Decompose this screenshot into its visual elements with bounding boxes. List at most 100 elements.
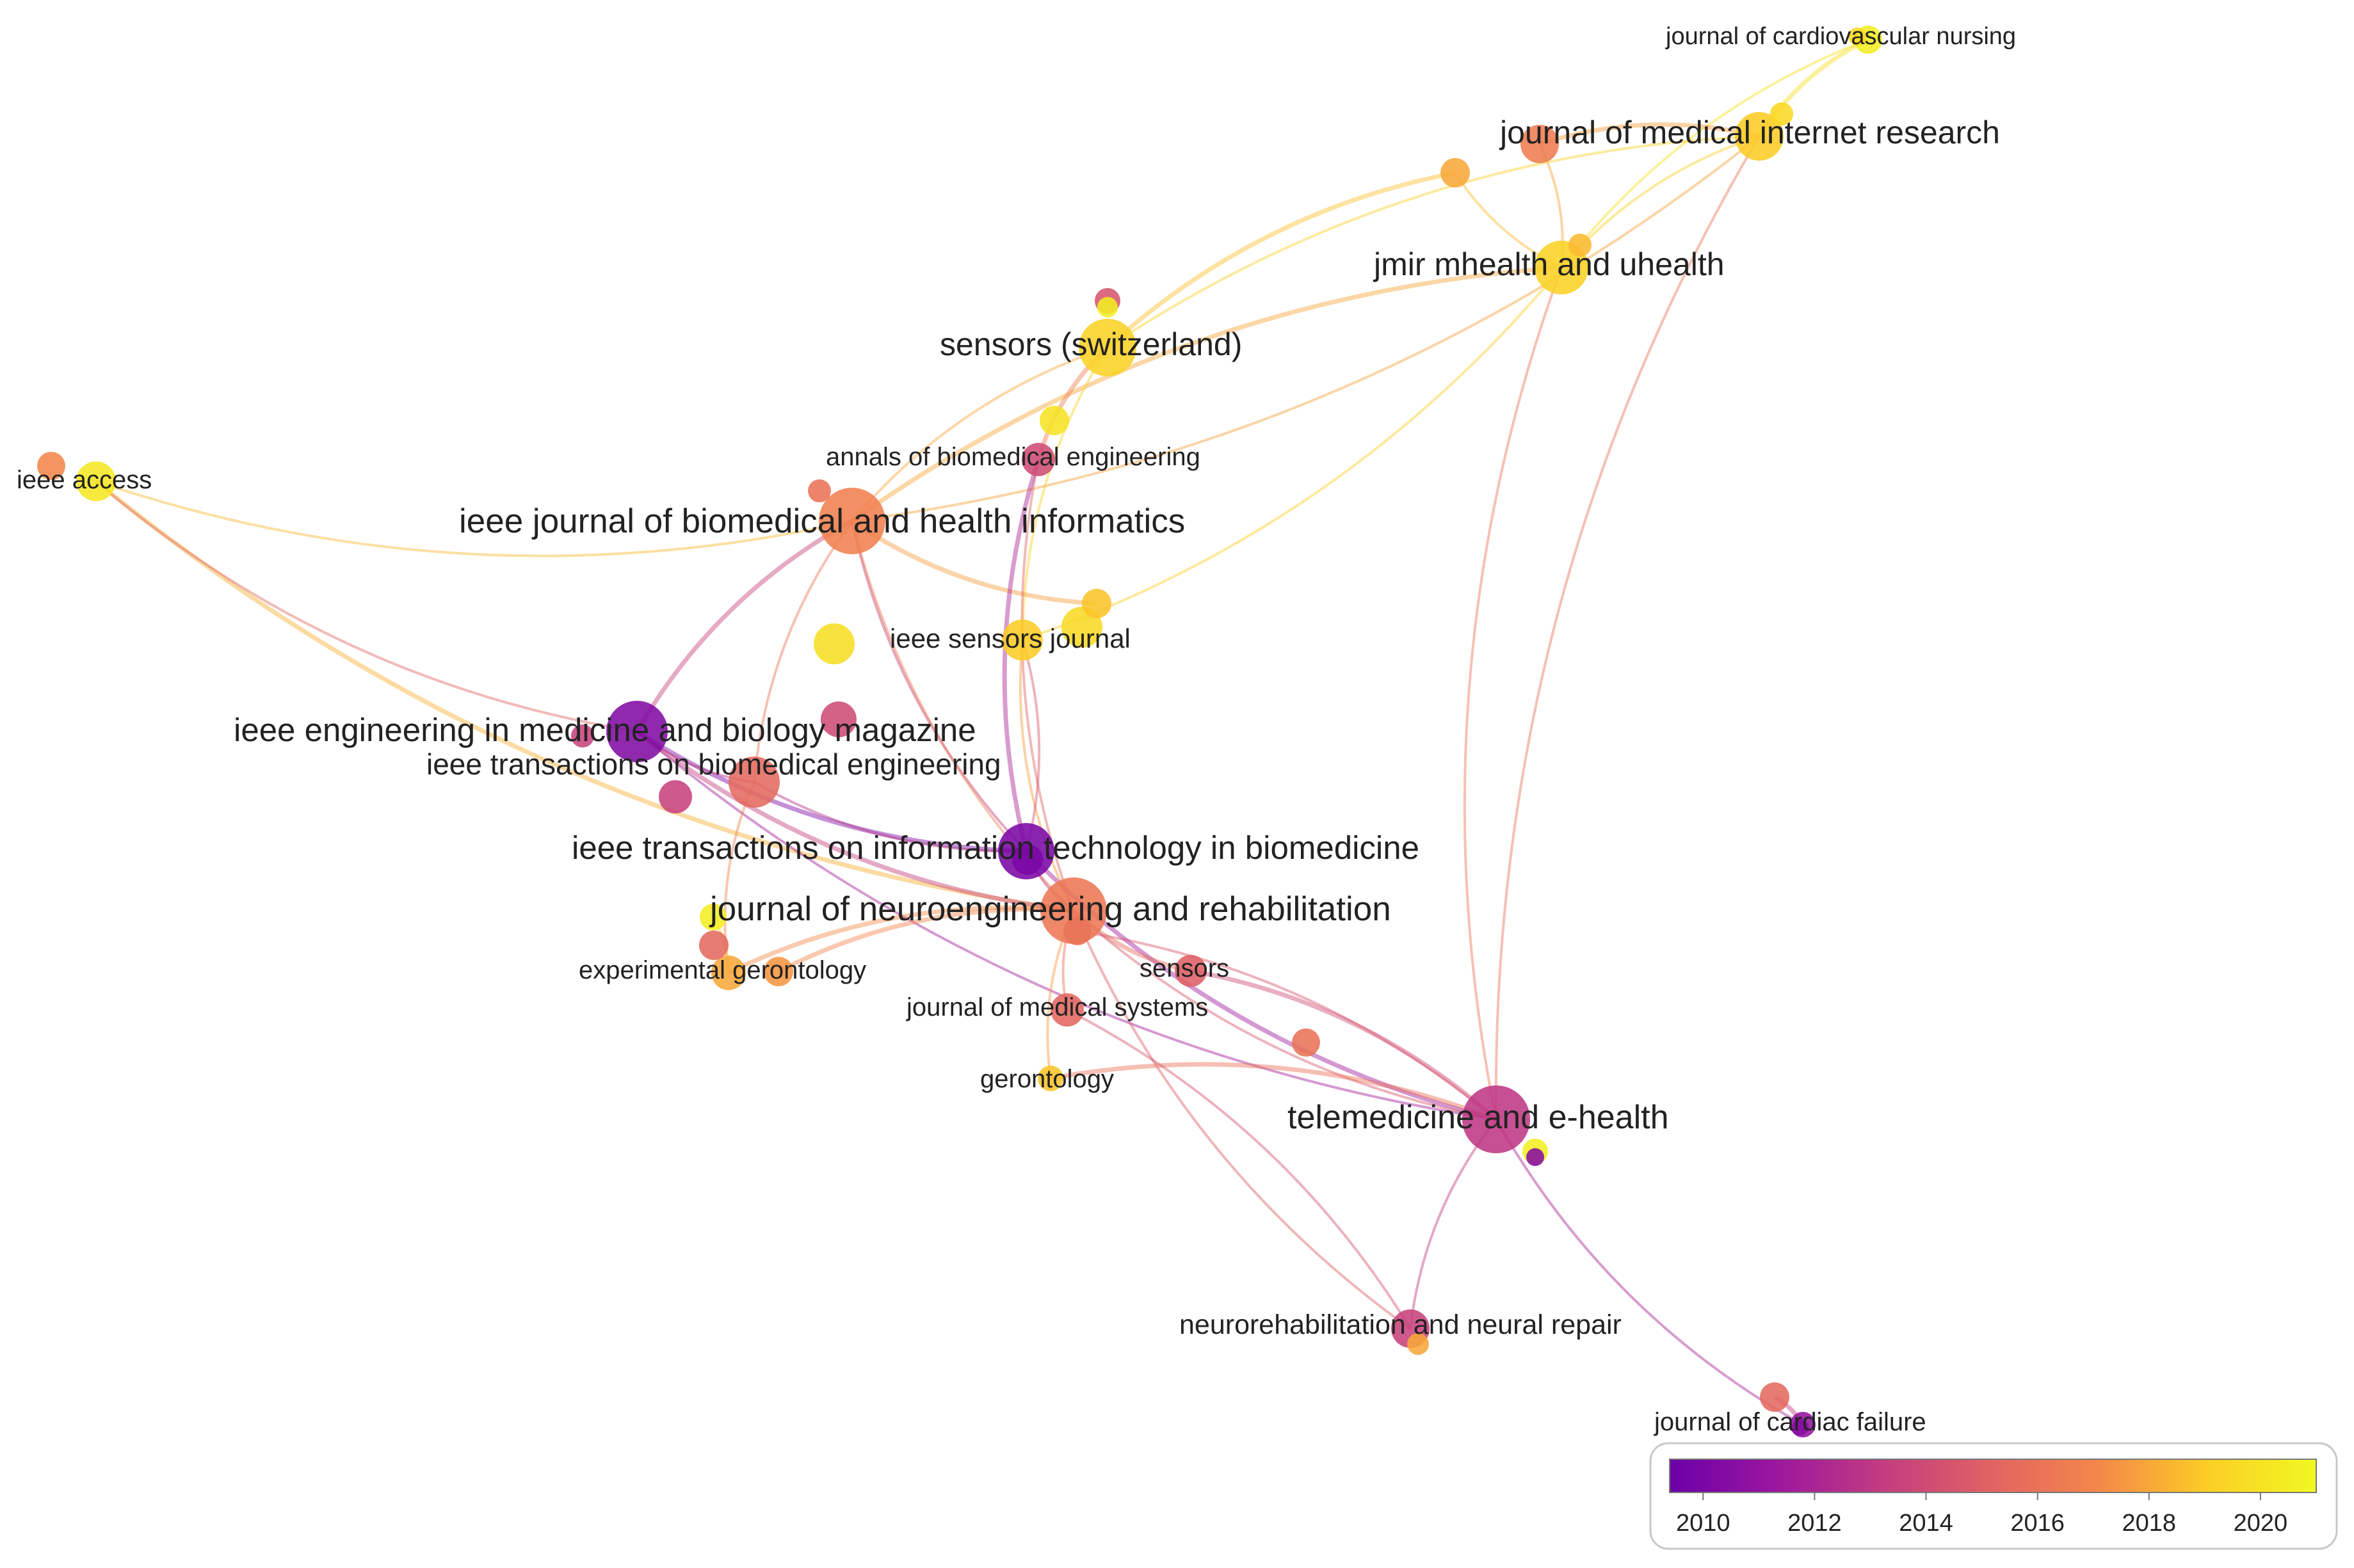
- network-edge: [727, 905, 1074, 975]
- legend-tick-label: 2014: [1899, 1510, 1953, 1537]
- node-minor[interactable]: [1082, 589, 1111, 618]
- network-edge: [1067, 1009, 1412, 1330]
- node-minor[interactable]: [814, 623, 855, 664]
- node-label-tbme[interactable]: ieee transactions on biomedical engineer…: [426, 748, 1001, 781]
- node-minor[interactable]: [1568, 234, 1592, 257]
- node-geront[interactable]: [1038, 1066, 1063, 1091]
- legend-tick-label: 2016: [2010, 1510, 2065, 1537]
- network-edge: [95, 480, 853, 557]
- node-label-tmeh[interactable]: telemedicine and e-health: [1287, 1099, 1669, 1136]
- node-minor[interactable]: [1040, 406, 1069, 435]
- network-edge: [777, 907, 1074, 974]
- node-minor[interactable]: [659, 780, 692, 813]
- network-edge: [634, 518, 853, 733]
- network-edge: [1077, 930, 1497, 1121]
- node-label-expg[interactable]: experimental gerontology: [579, 956, 866, 984]
- node-label-titb[interactable]: ieee transactions on information technol…: [572, 829, 1419, 866]
- network-edge: [1560, 38, 1869, 269]
- node-sensz[interactable]: [1079, 319, 1136, 376]
- network-edge: [1072, 909, 1497, 1121]
- network-edge: [1495, 1119, 1803, 1426]
- node-sens[interactable]: [1175, 955, 1207, 987]
- node-minor[interactable]: [1770, 102, 1793, 125]
- network-edge: [95, 480, 638, 733]
- network-edge: [851, 135, 1761, 522]
- node-minor[interactable]: [1012, 844, 1043, 875]
- node-jmir[interactable]: [1735, 112, 1784, 161]
- node-label-embm[interactable]: ieee engineering in medicine and biology…: [234, 712, 976, 748]
- node-minor[interactable]: [1520, 125, 1559, 163]
- legend-ticks: 2010 2012 2014 2016 2018 2020: [1676, 1492, 2287, 1537]
- network-edge: [636, 730, 1497, 1121]
- node-minor[interactable]: [821, 701, 857, 737]
- network-edge: [1538, 122, 1760, 147]
- network-edge: [1050, 1062, 1497, 1122]
- network-edge: [1190, 968, 1498, 1121]
- network-edge: [1494, 135, 1761, 1120]
- network-edge: [1106, 170, 1456, 349]
- node-label-jms[interactable]: journal of medical systems: [906, 993, 1208, 1021]
- network-edge: [636, 730, 1027, 854]
- node-label-jbhi[interactable]: ieee journal of biomedical and health in…: [459, 502, 1185, 540]
- legend-tick-label: 2020: [2234, 1510, 2288, 1537]
- node-minor[interactable]: [700, 904, 727, 931]
- network-edge: [1463, 267, 1563, 1120]
- node-minor[interactable]: [764, 957, 793, 986]
- node-jbhi[interactable]: [819, 488, 885, 554]
- network-edge: [1022, 266, 1563, 641]
- network-edge: [94, 479, 1074, 913]
- node-minor[interactable]: [1792, 1419, 1809, 1436]
- node-label-sens[interactable]: sensors: [1140, 954, 1229, 982]
- node-tbme[interactable]: [729, 756, 780, 808]
- node-expg[interactable]: [711, 956, 746, 990]
- node-minor[interactable]: [1760, 1382, 1789, 1412]
- node-minor[interactable]: [1440, 158, 1470, 188]
- node-label-jmir[interactable]: journal of medical internet research: [1499, 115, 2000, 150]
- node-minor[interactable]: [699, 931, 729, 960]
- network-edge: [635, 730, 1074, 913]
- node-minor[interactable]: [1097, 297, 1118, 317]
- network-edge: [851, 520, 1028, 852]
- node-minor[interactable]: [571, 724, 594, 748]
- year-color-legend: 2010 2012 2014 2016 2018 2020: [1649, 1442, 2338, 1550]
- node-isj[interactable]: [1002, 620, 1043, 660]
- edges-layer: [94, 37, 1869, 1426]
- legend-tick-label: 2018: [2122, 1510, 2177, 1537]
- legend-color-bar: [1669, 1459, 2317, 1493]
- node-minor[interactable]: [1848, 28, 1866, 45]
- node-abe[interactable]: [1022, 443, 1055, 476]
- node-embm[interactable]: [606, 701, 668, 762]
- network-edge: [753, 520, 853, 783]
- node-tmeh[interactable]: [1462, 1085, 1530, 1153]
- network-edge: [1106, 135, 1760, 349]
- labels-layer: journal of cardiovascular nursing journal…: [17, 23, 2016, 1436]
- network-edge: [850, 265, 1562, 523]
- network-edge: [1072, 910, 1412, 1330]
- node-jms[interactable]: [1051, 993, 1084, 1027]
- node-label-isj[interactable]: ieee sensors journal: [890, 623, 1131, 653]
- node-label-sensz[interactable]: sensors (switzerland): [940, 326, 1242, 362]
- node-minor[interactable]: [1063, 917, 1092, 945]
- node-minor[interactable]: [808, 479, 831, 502]
- node-label-jcn[interactable]: journal of cardiovascular nursing: [1665, 23, 2016, 50]
- node-minor[interactable]: [1292, 1028, 1320, 1057]
- node-access[interactable]: [76, 461, 116, 501]
- node-label-geront[interactable]: gerontology: [980, 1065, 1114, 1093]
- network-edge: [1021, 639, 1041, 852]
- nodes-layer: [37, 26, 1882, 1437]
- node-label-jcf[interactable]: journal of cardiac failure: [1654, 1408, 1926, 1436]
- node-minor[interactable]: [37, 452, 65, 480]
- node-label-jner[interactable]: journal of neuroengineering and rehabili…: [709, 890, 1391, 928]
- node-label-abe[interactable]: annals of biomedical engineering: [826, 443, 1200, 471]
- network-edge: [851, 346, 1108, 522]
- node-label-nnr[interactable]: neurorehabilitation and neural repair: [1179, 1309, 1622, 1340]
- network-edge: [1409, 1118, 1497, 1329]
- legend-tick-label: 2012: [1787, 1510, 1842, 1537]
- node-label-jmirm[interactable]: jmir mhealth and uhealth: [1373, 246, 1725, 282]
- node-minor[interactable]: [1407, 1333, 1429, 1355]
- network-edge: [1019, 639, 1075, 911]
- node-label-access[interactable]: ieee access: [17, 466, 152, 494]
- legend-tick-label: 2010: [1676, 1510, 1730, 1537]
- node-minor[interactable]: [1526, 1148, 1544, 1166]
